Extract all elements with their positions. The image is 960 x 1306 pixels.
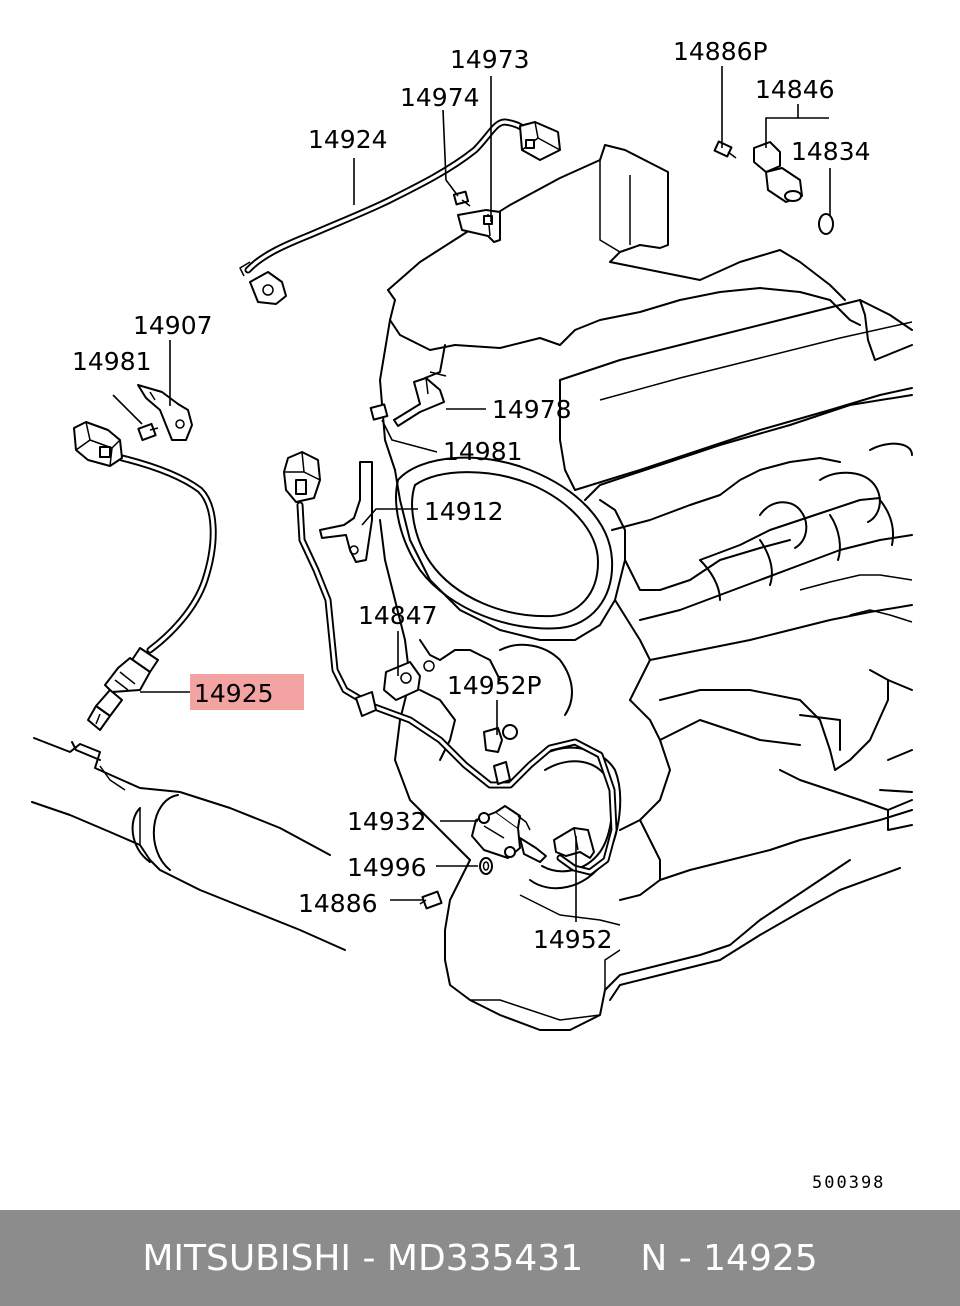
cam-position-sensor-14846 <box>753 141 803 203</box>
label-14846: 14846 <box>755 75 835 104</box>
o-ring-14996 <box>479 857 493 875</box>
bracket-14952P <box>483 724 518 753</box>
clamp-14847 <box>383 661 421 701</box>
intake-manifold <box>559 299 913 831</box>
bolt-14886 <box>419 890 443 910</box>
bracket-14952 <box>553 827 595 859</box>
reference-code: 500398 <box>812 1173 885 1193</box>
label-14924: 14924 <box>308 125 388 154</box>
bracket-14973 <box>457 209 501 243</box>
leader-lines <box>112 66 831 922</box>
label-14925: 14925 <box>194 679 274 708</box>
label-14996: 14996 <box>347 853 427 882</box>
label-14912: 14912 <box>424 497 504 526</box>
label-14907: 14907 <box>133 311 213 340</box>
label-14974: 14974 <box>400 83 480 112</box>
footer-bar: MITSUBISHI - MD335431 N - 14925 <box>0 1210 960 1306</box>
hole-circle <box>423 660 435 672</box>
engine-block <box>379 144 913 1031</box>
label-14978: 14978 <box>492 395 572 424</box>
bracket-14907 <box>137 384 193 441</box>
label-14886P: 14886P <box>673 37 768 66</box>
label-14932: 14932 <box>347 807 427 836</box>
label-14847: 14847 <box>358 601 438 630</box>
label-14973: 14973 <box>450 45 530 74</box>
label-14952: 14952 <box>533 925 613 954</box>
oxygen-sensor-14925 <box>73 421 217 731</box>
vacuum-hose-14924 <box>239 118 529 305</box>
part-labels: 14973 14974 14924 14886P 14846 14834 149… <box>72 37 885 1193</box>
bolt-14886P <box>713 140 737 159</box>
bolt-14981-left <box>137 422 159 442</box>
part-number-caption: MITSUBISHI - MD335431 N - 14925 <box>142 1237 818 1279</box>
parts-diagram: 14973 14974 14924 14886P 14846 14834 149… <box>31 37 913 1193</box>
label-14952P: 14952P <box>447 671 542 700</box>
bracket-14978 <box>393 371 447 427</box>
label-14834: 14834 <box>791 137 871 166</box>
label-14886: 14886 <box>298 889 378 918</box>
o-ring-14834 <box>818 213 834 235</box>
label-14981-upper: 14981 <box>443 437 523 466</box>
harness-14912 <box>283 451 618 876</box>
crank-sensor-14932 <box>471 805 547 863</box>
exhaust-pipe <box>31 737 346 951</box>
highlight-box-14925 <box>190 674 304 710</box>
bolt-14981-upper <box>369 403 389 421</box>
label-14981-left: 14981 <box>72 347 152 376</box>
sensor-connector-14973 <box>519 121 561 161</box>
